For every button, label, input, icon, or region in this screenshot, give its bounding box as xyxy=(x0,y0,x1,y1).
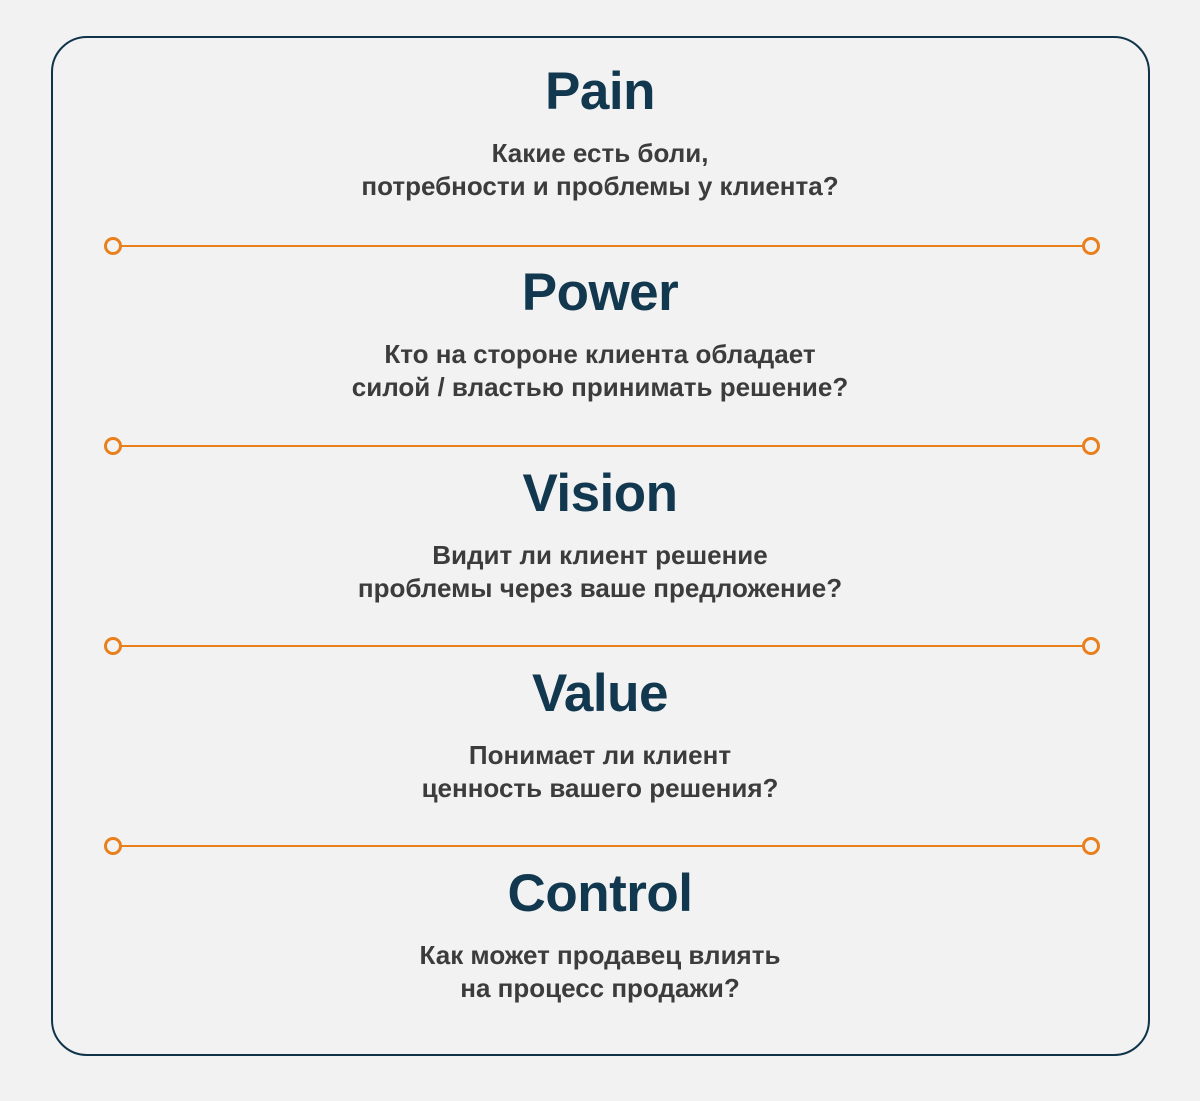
section-description-value: Понимает ли клиент ценность вашего решен… xyxy=(0,722,1200,807)
section-power: Power Кто на стороне клиента обладает си… xyxy=(0,265,1200,405)
section-description-control: Как может продавец влиять на процесс про… xyxy=(0,922,1200,1007)
divider-endpoint-right-circle-icon xyxy=(1082,437,1100,455)
framework-card xyxy=(51,36,1150,1056)
divider-endpoint-right-circle-icon xyxy=(1082,237,1100,255)
section-description-value-line-1: Понимает ли клиент xyxy=(468,739,732,770)
section-description-vision-line-1: Видит ли клиент решение xyxy=(432,539,768,570)
divider-endpoint-left-circle-icon xyxy=(104,237,122,255)
divider-rule xyxy=(113,645,1091,647)
section-description-vision: Видит ли клиент решение проблемы через в… xyxy=(0,522,1200,607)
section-vision: Vision Видит ли клиент решение проблемы … xyxy=(0,466,1200,606)
divider-rule xyxy=(113,245,1091,247)
divider-endpoint-right-circle-icon xyxy=(1082,637,1100,655)
section-description-pain-line-1: Какие есть боли, xyxy=(491,137,709,168)
divider-rule xyxy=(113,845,1091,847)
section-title-value: Value xyxy=(532,664,668,723)
section-description-control-line-1: Как может продавец влиять xyxy=(419,939,781,970)
divider-endpoint-left-circle-icon xyxy=(104,637,122,655)
section-description-pain-line-2: потребности и проблемы у клиента? xyxy=(361,171,839,202)
section-title-control: Control xyxy=(507,864,693,923)
section-description-value-line-2: ценность вашего решения? xyxy=(421,773,779,804)
divider-endpoint-left-circle-icon xyxy=(104,437,122,455)
section-description-control-line-2: на процесс продажи? xyxy=(460,973,740,1004)
section-description-pain: Какие есть боли, потребности и проблемы … xyxy=(0,120,1200,205)
section-title-pain: Pain xyxy=(545,62,655,121)
divider-endpoint-right-circle-icon xyxy=(1082,837,1100,855)
section-value: Value Понимает ли клиент ценность вашего… xyxy=(0,666,1200,806)
section-title-power: Power xyxy=(521,263,679,322)
section-description-power: Кто на стороне клиента обладает силой / … xyxy=(0,321,1200,406)
section-pain: Pain Какие есть боли, потребности и проб… xyxy=(0,64,1200,204)
section-control: Control Как может продавец влиять на про… xyxy=(0,866,1200,1006)
divider-rule xyxy=(113,445,1091,447)
divider-endpoint-left-circle-icon xyxy=(104,837,122,855)
section-title-vision: Vision xyxy=(522,464,678,523)
section-description-power-line-2: силой / властью принимать решение? xyxy=(351,372,849,403)
section-description-power-line-1: Кто на стороне клиента обладает xyxy=(384,338,816,369)
section-description-vision-line-2: проблемы через ваше предложение? xyxy=(357,573,843,604)
